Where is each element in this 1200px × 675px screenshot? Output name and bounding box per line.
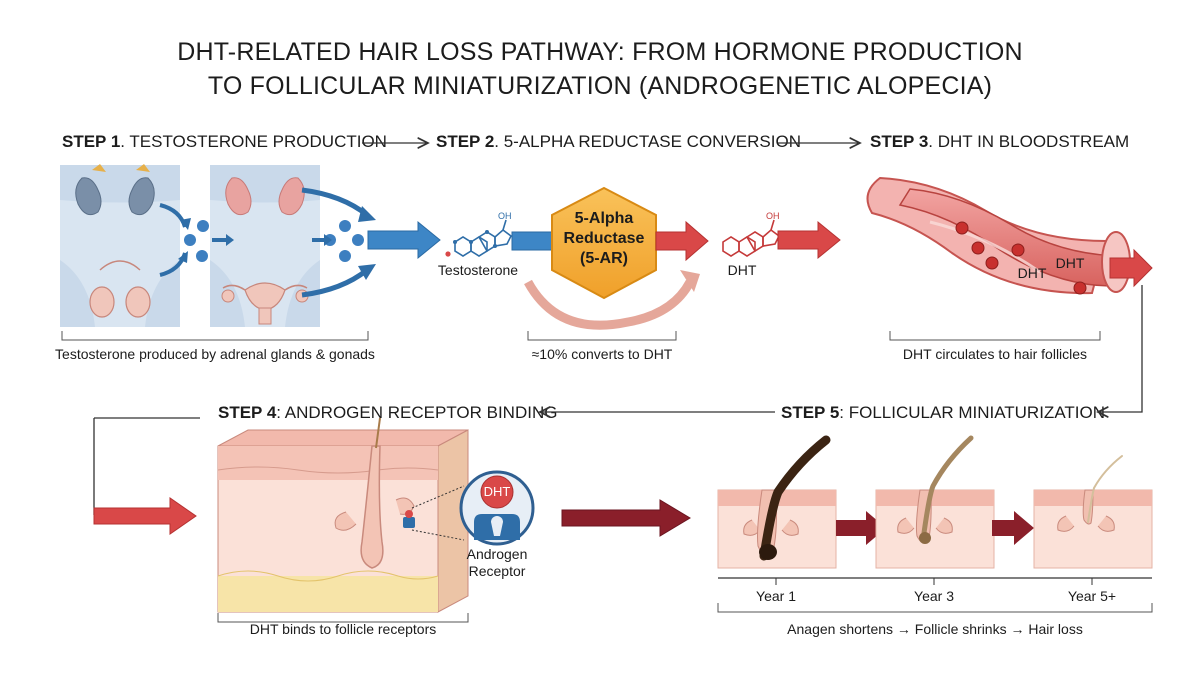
step-4-title: : ANDROGEN RECEPTOR BINDING	[276, 403, 558, 422]
step-3-title: . DHT IN BLOODSTREAM	[928, 132, 1130, 151]
receptor-label-line-1: Androgen	[466, 546, 528, 562]
dht-molecule-icon	[722, 219, 781, 257]
vellus-hair-shaft	[1087, 455, 1123, 523]
vessel-dht-label-1: DHT	[1017, 265, 1047, 281]
skin-cross-section	[217, 417, 469, 613]
red-arrow-out-of-vessel	[1109, 248, 1153, 288]
testosterone-oh-label: OH	[498, 211, 512, 221]
step-4-caption-bracket	[217, 613, 469, 623]
dht-product-label: DHT	[727, 262, 757, 278]
blue-arrow-to-testosterone	[367, 220, 441, 260]
step-3-header: STEP 3. DHT IN BLOODSTREAM	[870, 132, 1129, 152]
receptor-lock-icon	[403, 517, 415, 528]
vessel-dht-label-2: DHT	[1055, 255, 1085, 271]
step-3-to-5-connector-arrow	[1098, 285, 1143, 412]
step-4-number: STEP 4	[218, 403, 277, 422]
timeline-label-year-3: Year 3	[914, 588, 954, 604]
step-2-caption-bracket	[527, 331, 677, 341]
step-2-caption: ≈10% converts to DHT	[531, 346, 673, 362]
step-2-title: . 5-ALPHA REDUCTASE CONVERSION	[494, 132, 801, 151]
step-3-caption-bracket	[889, 331, 1101, 341]
step-3-number: STEP 3	[870, 132, 929, 151]
dht-oh-label: OH	[766, 211, 780, 221]
timeline-label-year-5: Year 5+	[1067, 588, 1117, 604]
red-arrow-to-dht	[655, 220, 709, 262]
thick-hair-shaft	[759, 435, 831, 561]
step-1-title: . TESTOSTERONE PRODUCTION	[120, 132, 387, 151]
dark-red-arrow-year-3-to-5	[992, 511, 1034, 545]
enzyme-label-line-1: 5-Alpha	[574, 210, 634, 227]
receptor-label-line-2: Receptor	[468, 563, 526, 579]
step-1-caption-bracket	[61, 331, 369, 341]
step-1-anatomy-panel	[60, 164, 441, 327]
timeline-label-year-1: Year 1	[756, 588, 796, 604]
step-4-header: STEP 4: ANDROGEN RECEPTOR BINDING	[218, 403, 557, 423]
diagram-title-line-1: DHT-RELATED HAIR LOSS PATHWAY: FROM HORM…	[177, 38, 1023, 66]
blood-vessel-illustration	[866, 176, 1153, 295]
5-alpha-reductase-hexagon	[551, 186, 657, 300]
receptor-dht-label: DHT	[483, 484, 511, 499]
diagram-title-line-2: TO FOLLICULAR MINIATURIZATION (ANDROGENE…	[207, 72, 993, 100]
testosterone-molecule-icon	[454, 219, 513, 257]
step-2-header: STEP 2. 5-ALPHA REDUCTASE CONVERSION	[436, 132, 801, 152]
enzyme-label-line-2: Reductase	[563, 230, 645, 247]
dark-red-arrow-to-miniaturization	[561, 499, 691, 537]
step-5-title: : FOLLICULAR MINIATURIZATION	[839, 403, 1106, 422]
blue-arrow-into-enzyme	[511, 231, 555, 251]
red-arrow-to-bloodstream	[777, 220, 841, 260]
enzyme-label-line-3: (5-AR)	[580, 250, 628, 267]
step-4-caption: DHT binds to follicle receptors	[249, 621, 437, 637]
hair-follicle-shape	[360, 445, 384, 569]
step-5-caption: Anagen shortens → Follicle shrinks → Hai…	[787, 621, 1083, 637]
oxygen-atom-dot	[445, 251, 451, 257]
androgen-receptor-zoom	[459, 470, 535, 546]
follicle-panel-year-3	[875, 435, 995, 569]
step-5-header: STEP 5: FOLLICULAR MINIATURIZATION	[781, 403, 1105, 423]
red-arrow-into-skin	[93, 497, 197, 535]
step-3-caption: DHT circulates to hair follicles	[902, 346, 1088, 362]
recycle-curved-arrow	[524, 279, 694, 330]
dark-red-arrow-year-1-to-3	[836, 511, 886, 545]
step-2-number: STEP 2	[436, 132, 495, 151]
step-1-header: STEP 1. TESTOSTERONE PRODUCTION	[62, 132, 387, 152]
follicle-panel-year-5	[1033, 455, 1153, 569]
follicle-panel-year-1	[717, 435, 837, 569]
step-1-caption: Testosterone produced by adrenal glands …	[55, 346, 375, 362]
testosterone-label: Testosterone	[437, 262, 519, 278]
step-5-caption-bracket	[717, 603, 1153, 613]
step-5-number: STEP 5	[781, 403, 840, 422]
step-1-number: STEP 1	[62, 132, 121, 151]
thinning-hair-shaft	[920, 435, 974, 543]
